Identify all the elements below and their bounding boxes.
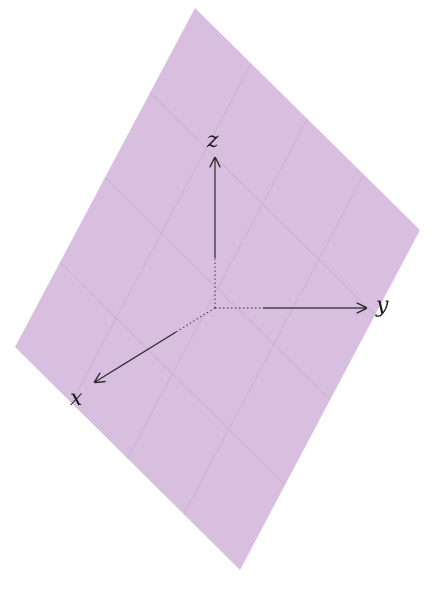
hidden-axis-segments (175, 258, 263, 333)
grid-line (59, 261, 286, 486)
plane-grid (59, 63, 376, 515)
x-axis-label: x (70, 386, 83, 411)
axes (95, 158, 366, 382)
grid-line (183, 174, 365, 515)
z-axis-label: z (206, 128, 219, 153)
y-axis-label: y (375, 293, 389, 318)
x-axis (95, 331, 177, 382)
grid-line (104, 177, 331, 401)
